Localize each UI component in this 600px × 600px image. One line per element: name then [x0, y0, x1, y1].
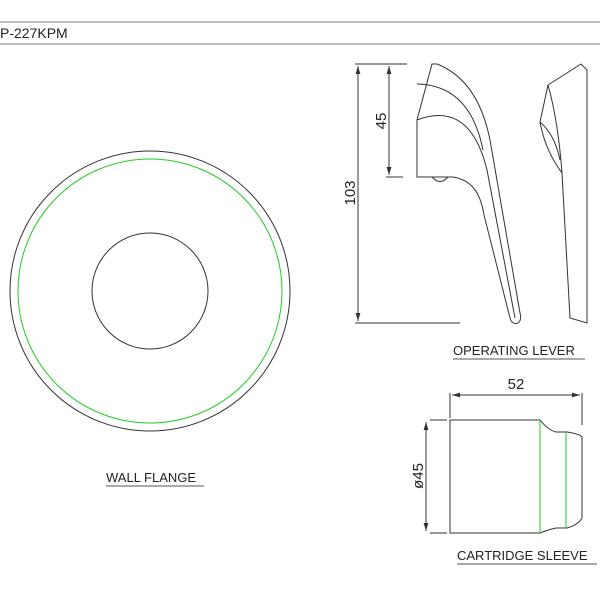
flange-inner-circle	[91, 232, 209, 350]
operating-lever-view: 103 45 OPERATING LEVER	[342, 63, 588, 360]
operating-lever-label: OPERATING LEVER	[453, 343, 575, 358]
cartridge-sleeve-label: CARTRIDGE SLEEVE	[457, 548, 588, 563]
title-bar: P-227KPM	[0, 21, 600, 45]
lever-side-outline	[416, 63, 522, 324]
wall-flange-view: WALL FLANGE	[9, 150, 291, 487]
wall-flange-label: WALL FLANGE	[106, 470, 196, 485]
dim-diameter-label: ø45	[410, 463, 427, 489]
dim-45-label: 45	[373, 113, 390, 130]
lever-front-outline	[539, 63, 588, 324]
model-number: P-227KPM	[0, 25, 68, 41]
flange-outer-circle	[9, 150, 291, 432]
flange-tangent-circle	[17, 158, 283, 424]
sleeve-outline	[449, 419, 583, 534]
dim-52-label: 52	[508, 376, 525, 393]
dim-103-label: 103	[342, 180, 359, 205]
cartridge-sleeve-view: 52 ø45 CARTRIDGE SLEEVE	[410, 376, 597, 565]
